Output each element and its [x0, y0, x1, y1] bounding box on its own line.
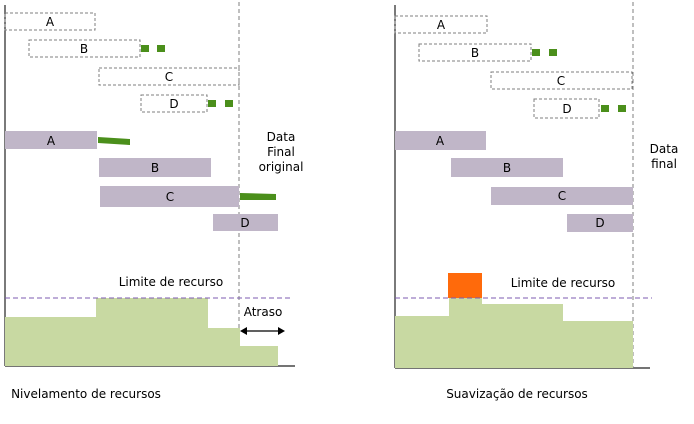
left-original-task-c: C [98, 67, 240, 86]
slack-marker [98, 137, 130, 145]
right-deadline-label-line1: Data [650, 142, 679, 156]
right-original-task-c: C [490, 71, 633, 90]
left-original-task-b: B [28, 39, 141, 58]
task-label: D [169, 97, 178, 111]
task-label: C [165, 70, 173, 84]
right-caption: Suavização de recursos [446, 387, 588, 401]
left-leveled-task-d: D [213, 214, 278, 231]
left-leveled-task-a: A [5, 131, 97, 149]
left-original-task-a: A [4, 12, 96, 31]
slack-marker [240, 193, 276, 200]
left-leveled-task-c: C [100, 186, 239, 207]
right-resource-histogram [395, 298, 633, 368]
task-label: C [558, 189, 566, 203]
left-deadline-label-line1: Data [267, 130, 296, 144]
slack-marker [208, 100, 216, 107]
slack-marker [141, 45, 149, 52]
task-label: B [80, 42, 88, 56]
left-panel: A B C D A [4, 2, 304, 401]
task-label: A [47, 134, 56, 148]
right-deadline-label-line2: final [651, 157, 677, 171]
right-original-task-d: D [533, 98, 600, 119]
left-resource-histogram [5, 298, 278, 366]
slack-marker [549, 49, 557, 56]
left-deadline-label-line2: Final [267, 145, 295, 159]
left-leveled-schedule: A B C D [5, 131, 278, 231]
right-smoothed-task-a: A [395, 131, 486, 150]
task-label: B [151, 161, 159, 175]
left-caption: Nivelamento de recursos [11, 387, 161, 401]
right-smoothed-task-b: B [451, 158, 563, 177]
right-resource-limit-label: Limite de recurso [511, 276, 616, 290]
left-deadline-label-line3: original [259, 160, 304, 174]
slack-marker [157, 45, 165, 52]
task-label: C [557, 74, 565, 88]
right-panel: A B C D A [394, 2, 679, 401]
task-label: B [471, 46, 479, 60]
left-resource-limit-label: Limite de recurso [119, 275, 224, 289]
task-label: A [437, 18, 446, 32]
right-smoothed-task-d: D [567, 214, 633, 232]
left-original-task-d: D [140, 94, 208, 113]
slack-marker [618, 105, 626, 112]
task-label: D [595, 216, 604, 230]
task-label: D [240, 216, 249, 230]
slack-marker [532, 49, 540, 56]
right-smoothed-schedule: A B C D [395, 131, 633, 232]
right-smoothed-task-c: C [491, 187, 633, 205]
task-label: A [46, 15, 55, 29]
slack-marker [601, 105, 609, 112]
overload-block [448, 273, 482, 298]
delay-label: Atraso [244, 305, 283, 319]
left-original-schedule: A B C D [4, 12, 240, 113]
task-label: A [436, 134, 445, 148]
slack-marker [225, 100, 233, 107]
left-leveled-task-b: B [99, 158, 211, 177]
task-label: D [562, 102, 571, 116]
delay-arrow [240, 327, 285, 335]
right-original-schedule: A B C D [394, 15, 633, 119]
right-original-task-b: B [418, 43, 532, 62]
right-original-task-a: A [394, 15, 488, 34]
task-label: B [503, 161, 511, 175]
task-label: C [166, 190, 174, 204]
